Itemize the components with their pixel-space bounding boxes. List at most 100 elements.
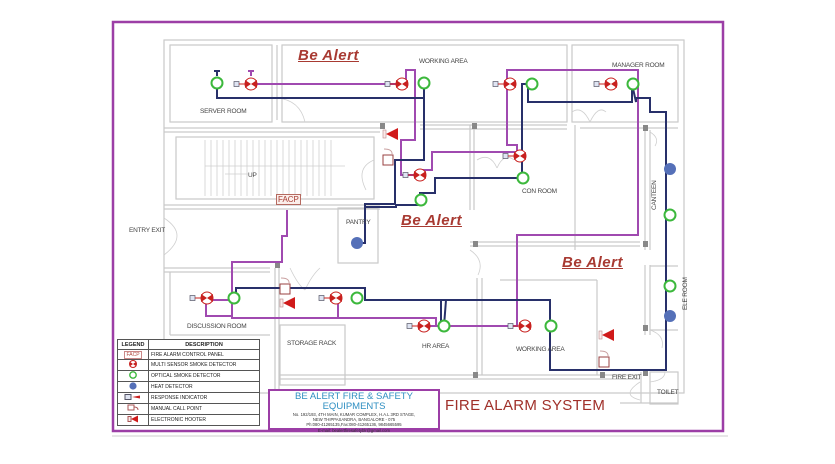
legend-header-symbol: LEGEND bbox=[117, 339, 149, 350]
optical-smoke-detector-icon bbox=[437, 319, 451, 333]
legend-description: Manual call point bbox=[148, 403, 260, 415]
smoke-detector-wing bbox=[519, 322, 531, 330]
heat-detector-icon bbox=[351, 237, 363, 249]
legend-table: LEGEND DESCRIPTION FACP Fire alarm contr… bbox=[117, 339, 260, 426]
optical-smoke-detector-icon bbox=[663, 208, 677, 222]
legend-description: Response indicator bbox=[148, 392, 260, 404]
room-label-storage-rack: STORAGE RACK bbox=[287, 340, 337, 347]
smoke-detector-wing bbox=[504, 80, 516, 88]
drawing-frame bbox=[111, 20, 725, 433]
optical-smoke-detector-icon bbox=[544, 319, 558, 333]
room-label-working-area-bottom: WORKING AREA bbox=[516, 346, 565, 353]
facp-panel: FACP bbox=[276, 194, 301, 205]
optical-smoke-detector-icon bbox=[626, 77, 640, 91]
smoke-detector-wing bbox=[330, 294, 342, 302]
manual-call-point-cover bbox=[383, 148, 393, 156]
cable-entry-marker bbox=[214, 70, 220, 76]
legend-row: Optical smoke detector bbox=[117, 370, 260, 382]
stair-up-label: UP bbox=[248, 172, 257, 179]
optical-smoke-detector-icon bbox=[129, 371, 137, 379]
smoke-detector-wing bbox=[414, 171, 426, 179]
legend-row: FACP Fire alarm control panel bbox=[117, 349, 260, 360]
room-label-working-area-top: WORKING AREA bbox=[419, 58, 468, 65]
legend-row: Response indicator bbox=[117, 392, 260, 404]
legend-row: Electronic hooter bbox=[117, 414, 260, 426]
response-indicator-icon bbox=[402, 172, 409, 178]
room-label-discussion-room: DISCUSSION ROOM bbox=[187, 323, 247, 330]
legend-row: Heat detector bbox=[117, 381, 260, 393]
smoke-detector-wing bbox=[514, 152, 526, 160]
diagram-title: FIRE ALARM SYSTEM bbox=[445, 397, 606, 414]
room-label-pantry: PANTRY bbox=[346, 219, 371, 226]
company-info-box: BE ALERT FIRE & SAFETY EQUIPMENTS No. 19… bbox=[268, 389, 440, 433]
company-address-1: No. 192/193, 4TH MAIN, KUMAR COMPLEX, H.… bbox=[292, 412, 416, 417]
room-label-hr-area: HR AREA bbox=[422, 343, 450, 350]
smoke-detector-wing bbox=[201, 294, 213, 302]
electronic-hooter-icon bbox=[127, 415, 138, 423]
manual-call-point-icon bbox=[279, 283, 291, 295]
smoke-detector-wing bbox=[418, 322, 430, 330]
optical-smoke-detector-icon bbox=[350, 291, 364, 305]
room-label-con-room: CON ROOM bbox=[522, 188, 557, 195]
manual-call-point-icon bbox=[382, 154, 394, 166]
response-indicator-icon bbox=[318, 295, 325, 301]
multi-sensor-smoke-detector-icon bbox=[129, 360, 137, 368]
response-indicator-icon bbox=[406, 323, 413, 329]
optical-smoke-detector-icon bbox=[516, 171, 530, 185]
hooter-mount bbox=[598, 330, 603, 340]
room-label-canteen: CANTEEN bbox=[651, 180, 658, 210]
company-name: BE ALERT FIRE & SAFETY EQUIPMENTS bbox=[295, 391, 413, 412]
smoke-detector-wing bbox=[605, 80, 617, 88]
manual-call-point-icon bbox=[598, 356, 610, 368]
company-address-2: NEW THIPPASANDRA, BANGALORE - 075 bbox=[312, 417, 396, 423]
optical-smoke-detector-icon bbox=[210, 76, 224, 90]
legend-header-description: DESCRIPTION bbox=[148, 339, 260, 350]
facp-icon: FACP bbox=[124, 350, 142, 359]
room-label-fire-exit: FIRE EXIT bbox=[612, 374, 642, 381]
smoke-detector-wing bbox=[396, 80, 408, 88]
heat-detector-icon bbox=[129, 382, 137, 390]
watermark-be-alert-3: Be Alert bbox=[562, 254, 623, 271]
response-indicator-icon bbox=[189, 295, 196, 301]
room-label-ele-room: ELE ROOM bbox=[682, 277, 689, 310]
room-label-entry-exit: ENTRY EXIT bbox=[129, 227, 166, 234]
response-indicator-icon bbox=[507, 323, 514, 329]
heat-detector-icon bbox=[664, 163, 676, 175]
devices bbox=[189, 70, 677, 368]
smoke-detector-wing bbox=[245, 80, 257, 88]
manual-call-point-cover bbox=[280, 277, 290, 285]
hooter-mount bbox=[279, 298, 284, 308]
response-indicator-icon bbox=[502, 153, 509, 159]
legend-description: Optical smoke detector bbox=[148, 370, 260, 382]
electronic-hooter-icon bbox=[386, 128, 398, 140]
room-label-manager-room: MANAGER ROOM bbox=[612, 62, 665, 69]
electronic-hooter-icon bbox=[602, 329, 614, 341]
company-phone: Ph:080-41265135,Fax:080-41265136, 984566… bbox=[306, 422, 402, 428]
watermark-be-alert-1: Be Alert bbox=[298, 47, 359, 64]
room-label-server-room: SERVER ROOM bbox=[200, 108, 247, 115]
walls bbox=[163, 39, 685, 405]
room-label-toilet: TOILET bbox=[657, 389, 679, 396]
legend-description: Fire alarm control panel bbox=[148, 349, 260, 360]
optical-smoke-detector-icon bbox=[525, 77, 539, 91]
legend-row: Manual call point bbox=[117, 403, 260, 415]
response-indicator-icon bbox=[492, 81, 499, 87]
legend-description: Electronic hooter bbox=[148, 414, 260, 426]
cable-entry-marker bbox=[248, 70, 254, 76]
watermark-be-alert-2: Be Alert bbox=[401, 212, 462, 229]
response-indicator-icon bbox=[384, 81, 391, 87]
legend-row: Multi sensor smoke detector bbox=[117, 359, 260, 371]
response-indicator-icon bbox=[233, 81, 240, 87]
legend-description: Multi sensor smoke detector bbox=[148, 359, 260, 371]
optical-smoke-detector-icon bbox=[663, 279, 677, 293]
heat-detector-icon bbox=[664, 310, 676, 322]
manual-call-point-cover bbox=[599, 350, 609, 358]
legend-description: Heat detector bbox=[148, 381, 260, 393]
loop-a-wiring bbox=[205, 69, 639, 327]
manual-call-point-icon bbox=[127, 404, 139, 411]
response-indicator-icon bbox=[124, 394, 140, 400]
optical-smoke-detector-icon bbox=[414, 193, 428, 207]
response-indicator-icon bbox=[593, 81, 600, 87]
legend-header: LEGEND DESCRIPTION bbox=[117, 339, 260, 350]
